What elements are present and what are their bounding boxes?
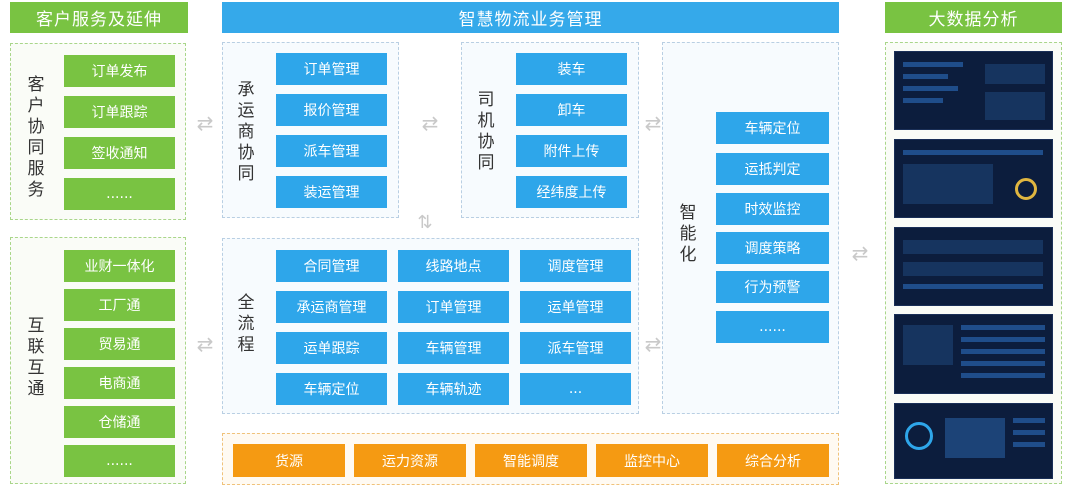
smart-item[interactable]: 运抵判定 <box>716 153 829 185</box>
smart-item[interactable]: 调度策略 <box>716 232 829 264</box>
process-item[interactable]: 订单管理 <box>398 291 509 323</box>
customer-service-title: 客户服务及延伸 <box>36 10 162 30</box>
bidirectional-arrow-icon: ⇄ <box>196 111 214 135</box>
resource-item[interactable]: 监控中心 <box>596 444 708 477</box>
driver-item[interactable]: 附件上传 <box>516 135 627 167</box>
smart-item[interactable]: 车辆定位 <box>716 112 829 144</box>
logistics-title: 智慧物流业务管理 <box>458 10 603 30</box>
full-process-label: 全流程 <box>237 293 255 355</box>
resource-item[interactable]: 智能调度 <box>475 444 587 477</box>
carrier-item[interactable]: 报价管理 <box>276 94 387 126</box>
process-item[interactable]: ... <box>520 373 631 405</box>
interconnect-item[interactable]: 仓储通 <box>64 406 175 438</box>
smart-item[interactable]: ...... <box>716 311 829 343</box>
process-item[interactable]: 派车管理 <box>520 332 631 364</box>
dashboard-thumbnail-1[interactable] <box>894 51 1053 130</box>
carrier-item[interactable]: 装运管理 <box>276 176 387 208</box>
bigdata-title: 大数据分析 <box>928 10 1019 30</box>
carrier-collab-label: 承运商协同 <box>237 80 255 184</box>
process-item[interactable]: 运单管理 <box>520 291 631 323</box>
bidirectional-arrow-icon: ⇄ <box>851 241 869 265</box>
bidirectional-arrow-icon: ⇄ <box>196 332 214 356</box>
dashboard-thumbnail-2[interactable] <box>894 139 1053 218</box>
process-item[interactable]: 合同管理 <box>276 250 387 282</box>
resource-item[interactable]: 货源 <box>233 444 345 477</box>
bidirectional-arrow-icon: ⇄ <box>644 332 662 356</box>
interconnect-item[interactable]: 工厂通 <box>64 289 175 321</box>
logistics-header: 智慧物流业务管理 <box>222 2 839 33</box>
smart-label: 智能化 <box>679 203 697 265</box>
carrier-item[interactable]: 派车管理 <box>276 135 387 167</box>
bigdata-header: 大数据分析 <box>885 2 1062 33</box>
driver-collab-label: 司机协同 <box>477 90 495 173</box>
resource-item[interactable]: 运力资源 <box>354 444 466 477</box>
interconnect-item[interactable]: 电商通 <box>64 367 175 399</box>
smart-item[interactable]: 行为预警 <box>716 271 829 303</box>
driver-item[interactable]: 经纬度上传 <box>516 176 627 208</box>
dashboard-thumbnail-3[interactable] <box>894 227 1053 306</box>
interconnect-item[interactable]: ...... <box>64 445 175 477</box>
customer-collab-item[interactable]: 签收通知 <box>64 137 175 169</box>
driver-item[interactable]: 装车 <box>516 53 627 85</box>
interconnect-item[interactable]: 贸易通 <box>64 328 175 360</box>
dashboard-thumbnail-4[interactable] <box>894 314 1053 394</box>
bidirectional-arrow-icon: ⇄ <box>644 111 662 135</box>
process-item[interactable]: 线路地点 <box>398 250 509 282</box>
customer-service-header: 客户服务及延伸 <box>10 2 188 33</box>
process-item[interactable]: 车辆轨迹 <box>398 373 509 405</box>
resource-item[interactable]: 综合分析 <box>717 444 829 477</box>
customer-collab-item[interactable]: 订单发布 <box>64 55 175 87</box>
carrier-item[interactable]: 订单管理 <box>276 53 387 85</box>
process-item[interactable]: 运单跟踪 <box>276 332 387 364</box>
smart-panel <box>662 42 839 414</box>
customer-collab-item[interactable]: ...... <box>64 178 175 210</box>
process-item[interactable]: 承运商管理 <box>276 291 387 323</box>
dashboard-thumbnail-5[interactable] <box>894 403 1053 479</box>
interconnect-item[interactable]: 业财一体化 <box>64 250 175 282</box>
customer-collab-label: 客户协同服务 <box>27 75 45 200</box>
vertical-bidirectional-arrow-icon: ⇅ <box>417 212 433 233</box>
process-item[interactable]: 车辆定位 <box>276 373 387 405</box>
driver-item[interactable]: 卸车 <box>516 94 627 126</box>
process-item[interactable]: 调度管理 <box>520 250 631 282</box>
interconnect-label: 互联互通 <box>27 316 45 399</box>
customer-collab-item[interactable]: 订单跟踪 <box>64 96 175 128</box>
process-item[interactable]: 车辆管理 <box>398 332 509 364</box>
bidirectional-arrow-icon: ⇄ <box>421 111 439 135</box>
smart-item[interactable]: 时效监控 <box>716 193 829 225</box>
